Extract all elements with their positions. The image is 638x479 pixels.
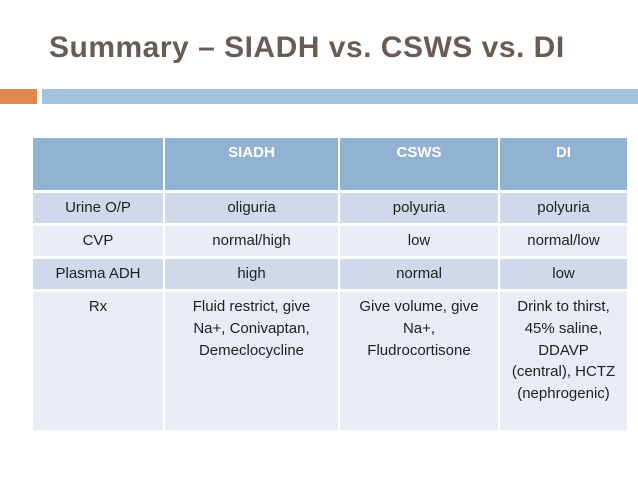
cell-cvp-di: normal/low	[500, 226, 627, 256]
header-cell-empty	[33, 138, 163, 190]
cell-cvp-siadh: normal/high	[165, 226, 338, 256]
cell-rx-di: Drink to thirst, 45% saline, DDAVP (cent…	[500, 292, 627, 430]
header-cell-siadh: SIADH	[165, 138, 338, 190]
table-row-urine-op: Urine O/P oliguria polyuria polyuria	[33, 193, 627, 223]
table-row-cvp: CVP normal/high low normal/low	[33, 226, 627, 256]
accent-blue-bar	[42, 89, 638, 104]
accent-orange-bar	[0, 89, 37, 104]
table-row-rx: Rx Fluid restrict, give Na+, Conivaptan,…	[33, 292, 627, 430]
cell-cvp-csws: low	[340, 226, 498, 256]
cell-urine-csws: polyuria	[340, 193, 498, 223]
table-row-plasma-adh: Plasma ADH high normal low	[33, 259, 627, 289]
cell-urine-di: polyuria	[500, 193, 627, 223]
row-label-cvp: CVP	[33, 226, 163, 256]
row-label-plasma-adh: Plasma ADH	[33, 259, 163, 289]
cell-rx-siadh: Fluid restrict, give Na+, Conivaptan, De…	[165, 292, 338, 430]
comparison-table: SIADH CSWS DI Urine O/P oliguria polyuri…	[31, 135, 629, 433]
cell-adh-siadh: high	[165, 259, 338, 289]
header-cell-di: DI	[500, 138, 627, 190]
table-header-row: SIADH CSWS DI	[33, 138, 627, 190]
cell-adh-di: low	[500, 259, 627, 289]
cell-urine-siadh: oliguria	[165, 193, 338, 223]
row-label-urine-op: Urine O/P	[33, 193, 163, 223]
header-cell-csws: CSWS	[340, 138, 498, 190]
row-label-rx: Rx	[33, 292, 163, 430]
cell-rx-csws: Give volume, give Na+, Fludrocortisone	[340, 292, 498, 430]
slide-title: Summary – SIADH vs. CSWS vs. DI	[49, 31, 565, 64]
cell-adh-csws: normal	[340, 259, 498, 289]
